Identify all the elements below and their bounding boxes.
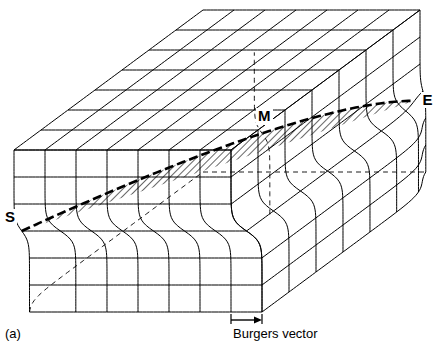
slipped-area [22,101,415,231]
lattice-line [262,118,426,258]
lattice-line [95,90,312,91]
lattice-line [30,312,263,313]
front-face-grid [14,150,262,312]
lattice-line [29,285,262,286]
lattice-line [41,130,258,131]
arrow-head [254,317,262,324]
lattice-line [14,150,231,151]
top-face-grid [14,10,420,150]
lattice-line [231,64,420,204]
lattice-line [122,70,339,71]
lattice-line [247,91,423,231]
point-label: S [3,209,17,226]
lattice-line [138,10,327,150]
lattice-line [231,37,420,177]
lattice-line [29,258,261,259]
lattice-line [169,10,358,150]
lattice-line [200,10,389,150]
lattice-line [68,110,285,111]
arrow-shaft [231,319,256,320]
lattice-line [76,10,265,150]
figure-label: (a) [5,327,21,341]
lattice-line [14,150,231,151]
axis-line [254,52,269,214]
lattice-line [14,204,231,205]
tick [261,314,262,324]
lattice-line [203,10,420,11]
point-label: E [421,92,435,109]
burgers-vector-arrow [231,314,262,324]
dislocation-line [22,101,415,231]
lattice-line [14,177,231,178]
lattice-line [231,10,420,150]
lattice-line [262,145,426,285]
lattice-line [14,10,203,150]
vector-label: Burgers vector [233,327,318,341]
lattice-line [22,231,247,232]
lattice-line [231,10,420,150]
hidden-edge [203,172,426,173]
lattice-line [107,10,296,150]
lattice-line [149,50,366,51]
point-label: M [256,108,273,125]
tick [230,314,231,324]
lattice-line [262,172,426,312]
lattice-line [176,30,393,31]
lattice-line [45,10,234,150]
